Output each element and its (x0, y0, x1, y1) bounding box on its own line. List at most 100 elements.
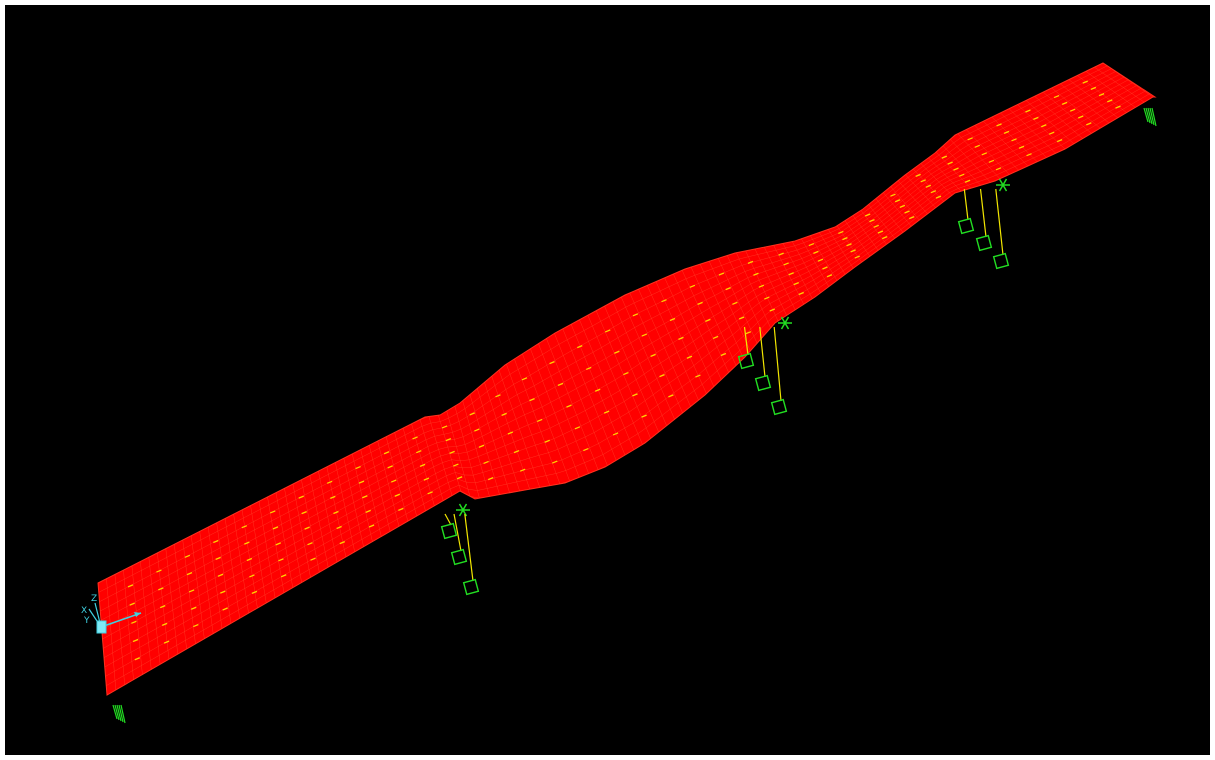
load-arrow (487, 477, 494, 481)
load-arrow (718, 272, 725, 276)
pier-link (773, 326, 782, 402)
pier-support-box (992, 252, 1010, 270)
bridge-deck-shell[interactable] (97, 62, 1157, 696)
load-arrow (456, 476, 463, 480)
load-arrow (930, 190, 937, 194)
pier-support-box (737, 352, 755, 370)
load-arrow (1098, 92, 1105, 97)
axis-origin-box (96, 620, 107, 634)
load-arrow (678, 336, 684, 340)
load-arrow (661, 299, 667, 303)
load-arrow (507, 431, 514, 435)
bearing-spring (780, 316, 786, 324)
load-arrow (725, 287, 731, 291)
bearing-spring (784, 316, 790, 324)
load-arrow (959, 173, 965, 177)
load-arrow (793, 282, 799, 286)
load-arrow (419, 463, 426, 467)
3d-model-viewport[interactable]: Z X Y (5, 5, 1210, 755)
load-arrow (474, 428, 480, 432)
mesh-line (106, 93, 1149, 686)
load-arrow (333, 510, 339, 515)
load-arrow (1026, 153, 1032, 157)
load-arrow (445, 438, 452, 442)
load-arrow (134, 657, 141, 661)
deck-load-arrows (127, 80, 1121, 661)
load-arrow (536, 418, 543, 423)
load-arrow (583, 447, 589, 452)
end-support-spring (1147, 107, 1153, 125)
axis-y-label: Y (83, 616, 90, 626)
load-arrow (387, 465, 393, 469)
load-arrow (301, 511, 307, 515)
bearing-spring (462, 509, 468, 517)
load-arrow (127, 584, 134, 588)
load-arrow (817, 258, 824, 262)
load-arrow (842, 236, 848, 241)
load-arrow (813, 250, 819, 254)
load-arrow (935, 195, 942, 199)
load-arrow (783, 262, 789, 266)
pier-support-box (754, 374, 772, 392)
load-arrow (160, 605, 166, 609)
load-arrow (186, 572, 193, 576)
load-arrow (747, 260, 754, 264)
load-arrow (941, 155, 948, 159)
load-arrow (549, 361, 555, 365)
load-arrow (697, 301, 703, 305)
pier-2 (737, 316, 792, 416)
load-arrow (869, 219, 875, 223)
load-arrow (163, 640, 170, 644)
load-arrow (217, 573, 224, 577)
end-support-1 (112, 704, 126, 724)
load-arrow (769, 308, 776, 312)
axis-x-arrowhead (134, 612, 141, 617)
load-arrow (213, 539, 219, 544)
load-arrow (668, 394, 674, 398)
load-arrow (822, 266, 828, 270)
load-arrow (307, 542, 313, 546)
load-arrow (695, 374, 701, 378)
load-arrow (495, 394, 501, 398)
load-arrow (659, 374, 665, 378)
pier-3 (957, 178, 1010, 270)
pier-link (743, 326, 749, 356)
load-arrow (1033, 116, 1039, 120)
model-scene: Z X Y (81, 62, 1157, 724)
pier-support-box (450, 548, 468, 566)
mesh-line (104, 88, 1141, 668)
load-arrow (603, 410, 610, 414)
load-arrow (877, 230, 884, 234)
load-arrow (947, 161, 953, 165)
load-arrow (967, 137, 973, 141)
end-support-spring (1151, 107, 1157, 127)
pier-link (995, 188, 1004, 256)
load-arrow (358, 480, 365, 484)
load-arrow (188, 589, 195, 593)
load-arrow (1086, 122, 1092, 126)
load-arrow (1082, 80, 1088, 84)
load-arrow (222, 607, 228, 611)
load-arrow (330, 495, 336, 500)
load-arrow (220, 590, 226, 594)
end-support-spring (1149, 107, 1155, 126)
end-support-spring (114, 704, 120, 721)
load-arrow (720, 352, 727, 357)
load-arrow (427, 491, 433, 495)
pier-link (453, 513, 462, 552)
load-arrow (246, 557, 253, 562)
load-arrow (275, 542, 281, 546)
load-arrow (184, 554, 191, 558)
load-arrow (753, 272, 759, 276)
load-arrow (278, 558, 284, 562)
pier-link (963, 188, 969, 221)
load-arrow (1090, 86, 1097, 90)
end-support-2 (1143, 107, 1157, 127)
load-arrow (513, 449, 520, 454)
load-arrow (995, 167, 1002, 171)
load-arrow (519, 468, 526, 472)
load-arrow (1025, 109, 1031, 113)
load-arrow (650, 353, 656, 357)
load-arrow (925, 184, 932, 188)
load-arrow (501, 412, 507, 417)
